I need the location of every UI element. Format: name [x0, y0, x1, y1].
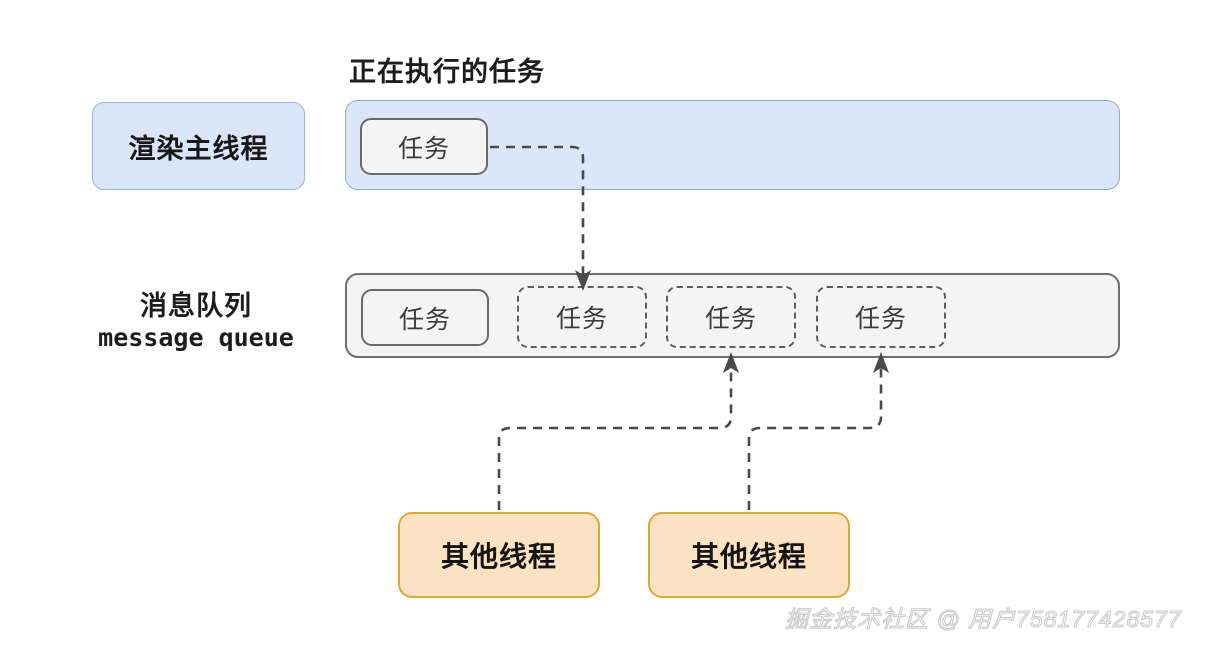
render-main-thread-label: 渲染主线程 — [128, 133, 269, 164]
running-task-title: 正在执行的任务 — [349, 57, 545, 87]
queue-task-label-3: 任务 — [704, 305, 757, 333]
arrow-worker1-to-queue — [497, 366, 733, 510]
queue-task-label-1: 任务 — [398, 305, 451, 334]
render-main-thread-box: 渲染主线程 — [92, 102, 305, 190]
worker-thread-box-2: 其他线程 — [648, 512, 850, 598]
arrow-worker2-to-queue — [747, 366, 883, 510]
running-task-chip: 任务 — [360, 118, 488, 175]
message-queue-label: 消息队列 message queue — [78, 290, 314, 353]
worker-thread-box-1: 其他线程 — [398, 512, 600, 598]
queue-task-label-4: 任务 — [854, 305, 907, 333]
queue-task-label-2: 任务 — [555, 305, 608, 333]
queue-task-chip-3: 任务 — [666, 286, 796, 348]
message-queue-label-cn: 消息队列 — [140, 291, 252, 321]
queue-task-chip-1: 任务 — [361, 289, 489, 346]
worker-thread-label-1: 其他线程 — [440, 541, 557, 572]
queue-task-chip-2: 任务 — [517, 286, 647, 348]
queue-task-chip-4: 任务 — [816, 286, 946, 348]
running-task-label: 任务 — [397, 134, 450, 163]
worker-thread-label-2: 其他线程 — [690, 541, 807, 572]
message-queue-label-en: message queue — [98, 322, 294, 352]
watermark-text: 掘金技术社区 @ 用户758177428577 — [785, 606, 1182, 633]
